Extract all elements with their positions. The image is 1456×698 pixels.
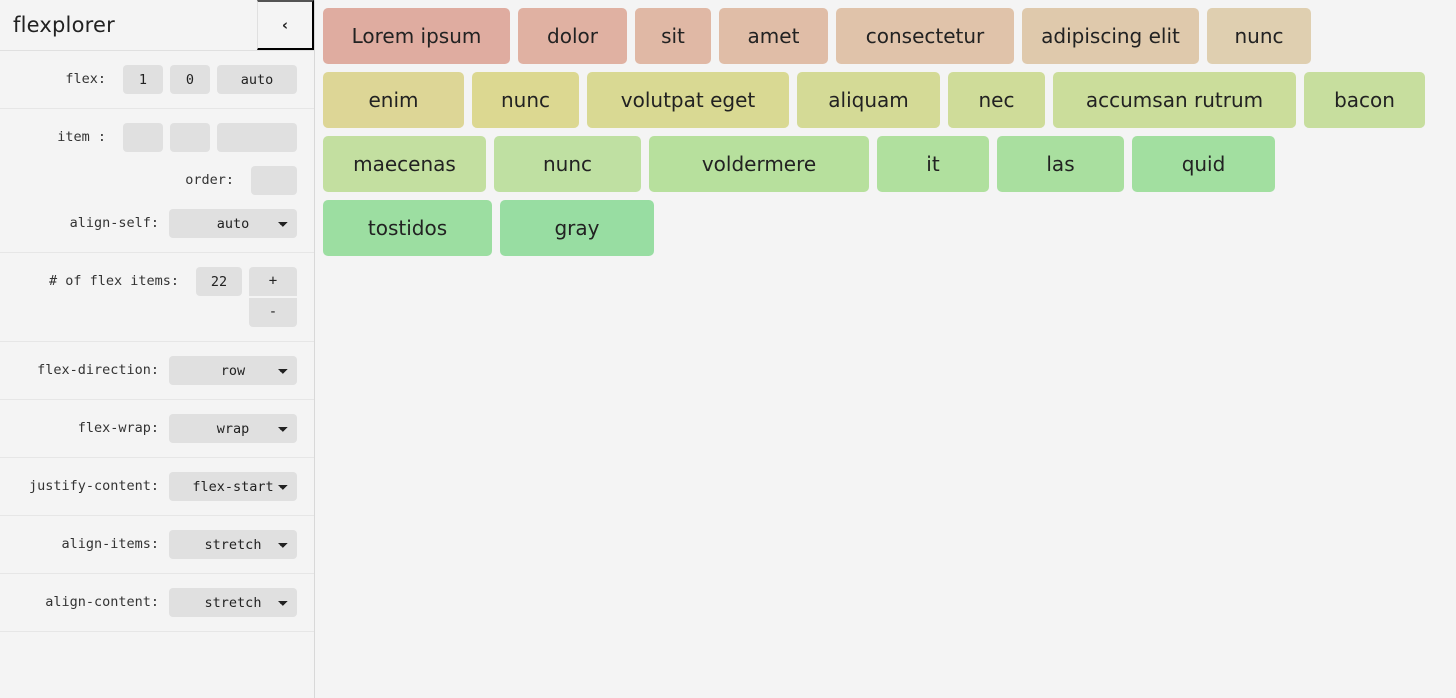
flex-item[interactable]: sit — [635, 8, 711, 64]
flex-item-label: volutpat eget — [620, 88, 756, 112]
app-title: flexplorer — [13, 13, 115, 37]
item-value-b-input[interactable] — [170, 123, 210, 152]
flex-item[interactable]: accumsan rutrum — [1053, 72, 1296, 128]
flex-item[interactable]: Lorem ipsum — [323, 8, 510, 64]
flex-item[interactable]: nunc — [494, 136, 641, 192]
flex-item-label: voldermere — [701, 152, 817, 176]
flex-basis-input[interactable] — [217, 65, 297, 94]
flex-item[interactable]: nunc — [1207, 8, 1311, 64]
flex-wrap-row: flex-wrap: nowrapwrapwrap-reverse — [0, 400, 314, 458]
flex-wrap-label: flex-wrap: — [77, 420, 159, 436]
flex-shorthand-row: flex: — [0, 51, 314, 109]
item-label: item : — [57, 129, 106, 145]
item-value-a-input[interactable] — [123, 123, 163, 152]
flex-item-label: aliquam — [828, 88, 909, 112]
flex-item[interactable]: consectetur — [836, 8, 1014, 64]
flex-item-label: it — [926, 152, 940, 176]
chevron-left-icon[interactable]: ‹ — [257, 0, 314, 50]
flex-container: Lorem ipsum dolor sit amet consectetur adipis… — [315, 0, 1456, 264]
flex-item[interactable]: quid — [1132, 136, 1275, 192]
flex-item-label: enim — [368, 88, 419, 112]
item-value-c-input[interactable] — [217, 123, 297, 152]
flex-item[interactable]: gray — [500, 200, 654, 256]
flex-item-label: accumsan rutrum — [1085, 88, 1264, 112]
flex-item-label: nec — [978, 88, 1015, 112]
justify-content-select[interactable]: flex-startflex-endcenterspace-betweenspa… — [169, 472, 297, 501]
flex-item[interactable]: bacon — [1304, 72, 1425, 128]
flex-item-count-label: # of flex items: — [48, 273, 179, 289]
flex-item[interactable]: maecenas — [323, 136, 486, 192]
flex-item[interactable]: las — [997, 136, 1124, 192]
align-self-label: align-self: — [69, 215, 159, 231]
flex-item-label: adipiscing elit — [1041, 24, 1180, 48]
decrement-button[interactable]: - — [249, 298, 297, 327]
flex-item-label: tostidos — [367, 216, 448, 240]
flex-item-label: amet — [747, 24, 800, 48]
flex-item-label: nunc — [542, 152, 593, 176]
sidebar-header: flexplorer ‹ — [0, 0, 314, 51]
increment-button[interactable]: + — [249, 267, 297, 296]
flex-wrap-select[interactable]: nowrapwrapwrap-reverse — [169, 414, 297, 443]
justify-content-row: justify-content: flex-startflex-endcente… — [0, 458, 314, 516]
preview-area: Lorem ipsum dolor sit amet consectetur adipis… — [315, 0, 1456, 698]
flex-item-count-stepper: + - — [249, 267, 297, 327]
flex-direction-label: flex-direction: — [37, 362, 159, 378]
flex-direction-select[interactable]: rowrow-reversecolumncolumn-reverse — [169, 356, 297, 385]
order-label: order: — [185, 172, 234, 188]
flex-direction-row: flex-direction: rowrow-reversecolumncolu… — [0, 342, 314, 400]
flex-item[interactable]: enim — [323, 72, 464, 128]
align-self-row: align-self: autoflex-startflex-endcenter… — [0, 209, 314, 252]
flex-grow-input[interactable] — [123, 65, 163, 94]
flex-item-label: bacon — [1334, 88, 1395, 112]
align-content-select[interactable]: stretchflex-startflex-endcenterspace-bet… — [169, 588, 297, 617]
flex-item-label: nunc — [1234, 24, 1284, 48]
align-content-label: align-content: — [45, 594, 159, 610]
flex-item[interactable]: nec — [948, 72, 1045, 128]
flex-item-label: maecenas — [353, 152, 456, 176]
align-items-row: align-items: stretchflex-startflex-endce… — [0, 516, 314, 574]
align-self-select[interactable]: autoflex-startflex-endcenterbaselinestre… — [169, 209, 297, 238]
order-input[interactable] — [251, 166, 297, 195]
controls-sidebar: flexplorer ‹ flex: item : order: align-s — [0, 0, 315, 698]
flex-item[interactable]: adipiscing elit — [1022, 8, 1199, 64]
flex-item-label: consectetur — [865, 24, 985, 48]
flex-item[interactable]: voldermere — [649, 136, 869, 192]
flex-item-label: gray — [554, 216, 600, 240]
justify-content-label: justify-content: — [28, 478, 159, 494]
flex-item-count-input[interactable] — [196, 267, 242, 296]
flex-item[interactable]: nunc — [472, 72, 579, 128]
flex-item-label: nunc — [500, 88, 551, 112]
flex-shrink-input[interactable] — [170, 65, 210, 94]
flex-item[interactable]: volutpat eget — [587, 72, 789, 128]
flex-item[interactable]: aliquam — [797, 72, 940, 128]
flex-item[interactable]: tostidos — [323, 200, 492, 256]
flex-item[interactable]: dolor — [518, 8, 627, 64]
flex-item-label: quid — [1181, 152, 1226, 176]
align-items-select[interactable]: stretchflex-startflex-endcenterbaseline — [169, 530, 297, 559]
flex-item-label: dolor — [547, 24, 598, 48]
flex-item[interactable]: it — [877, 136, 989, 192]
item-settings-group: item : order: align-self: autoflex-start… — [0, 109, 314, 253]
align-content-row: align-content: stretchflex-startflex-end… — [0, 574, 314, 632]
align-items-label: align-items: — [61, 536, 159, 552]
flex-item-count-row: # of flex items: + - — [0, 253, 314, 342]
flex-item-label: Lorem ipsum — [351, 24, 482, 48]
flex-item-label: sit — [661, 24, 685, 48]
flex-label: flex: — [65, 71, 106, 87]
flex-item-label: las — [1046, 152, 1075, 176]
flex-item[interactable]: amet — [719, 8, 828, 64]
item-values-row: item : — [0, 109, 314, 166]
item-order-row: order: — [0, 166, 314, 209]
